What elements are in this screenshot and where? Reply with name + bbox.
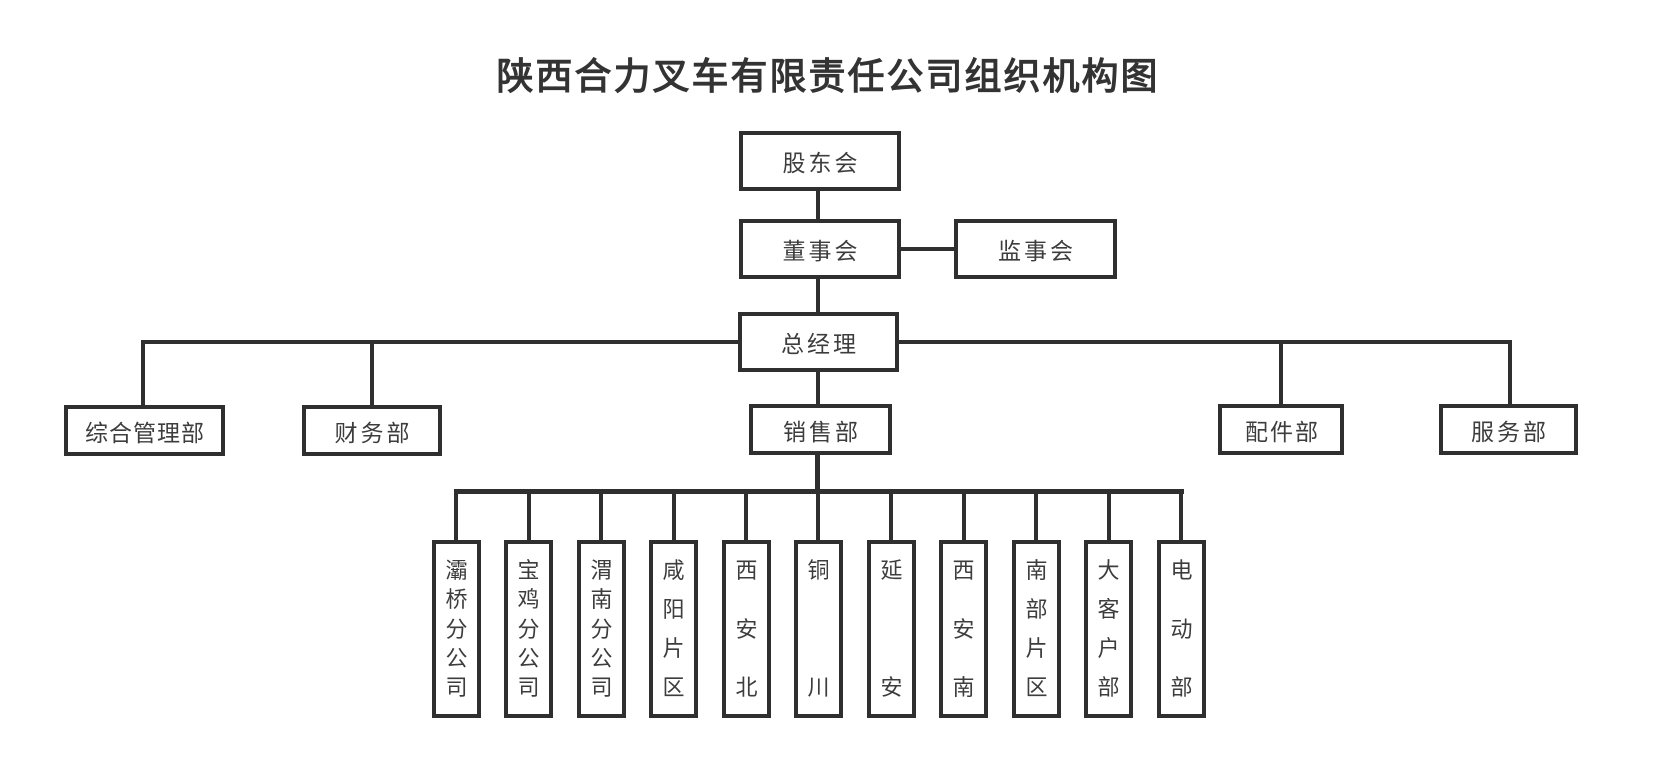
node-tongchuan: 铜川 (794, 540, 843, 718)
node-electric-dept: 电动部 (1157, 540, 1206, 718)
node-xian-south: 西安南 (939, 540, 988, 718)
node-baoji-branch: 宝鸡分公司 (504, 540, 553, 718)
node-parts-dept: 配件部 (1218, 404, 1344, 455)
connector-drop-tongchuan (816, 489, 820, 540)
node-weinan-branch: 渭南分公司 (577, 540, 626, 718)
connector-drop-baoji (527, 489, 531, 540)
connector-gm-sales (816, 371, 820, 404)
connector-drop-baqiao (454, 489, 458, 540)
node-yanan: 延安 (867, 540, 916, 718)
node-service-dept: 服务部 (1439, 404, 1578, 455)
connector-drop-parts-dept (1279, 340, 1283, 404)
connector-drop-electric-dept (1179, 489, 1183, 540)
node-key-accounts: 大客户部 (1084, 540, 1133, 718)
connector-drop-service-dept (1508, 340, 1512, 404)
connector-drop-xian-north (744, 489, 748, 540)
connector-board-gm (816, 279, 820, 312)
connector-drop-xian-south (962, 489, 966, 540)
node-baqiao-branch: 灞桥分公司 (432, 540, 481, 718)
connector-drop-yanan (889, 489, 893, 540)
connector-drop-xianyang (672, 489, 676, 540)
connector-gm-right-branch (898, 340, 1512, 344)
chart-title: 陕西合力叉车有限责任公司组织机构图 (496, 56, 1160, 97)
connector-drop-admin-dept (141, 340, 145, 405)
node-xian-north: 西安北 (722, 540, 771, 718)
connector-gm-left-branch (141, 340, 739, 344)
connector-shareholders-board (816, 191, 820, 219)
node-southern-area: 南部片区 (1012, 540, 1061, 718)
node-general-admin-dept: 综合管理部 (64, 405, 225, 456)
connector-drop-weinan (599, 489, 603, 540)
node-sales-dept: 销售部 (749, 404, 892, 455)
node-finance-dept: 财务部 (302, 405, 442, 456)
node-shareholders-meeting: 股东会 (739, 131, 901, 191)
connector-sales-bus (815, 455, 820, 492)
node-general-manager: 总经理 (738, 312, 899, 372)
connector-board-supervisors (899, 247, 956, 251)
connector-drop-southern-area (1034, 489, 1038, 540)
connector-drop-key-accounts (1107, 489, 1111, 540)
connector-drop-finance-dept (370, 340, 374, 405)
node-board-of-directors: 董事会 (739, 219, 901, 279)
node-board-of-supervisors: 监事会 (954, 219, 1117, 279)
node-xianyang-area: 咸阳片区 (649, 540, 698, 718)
